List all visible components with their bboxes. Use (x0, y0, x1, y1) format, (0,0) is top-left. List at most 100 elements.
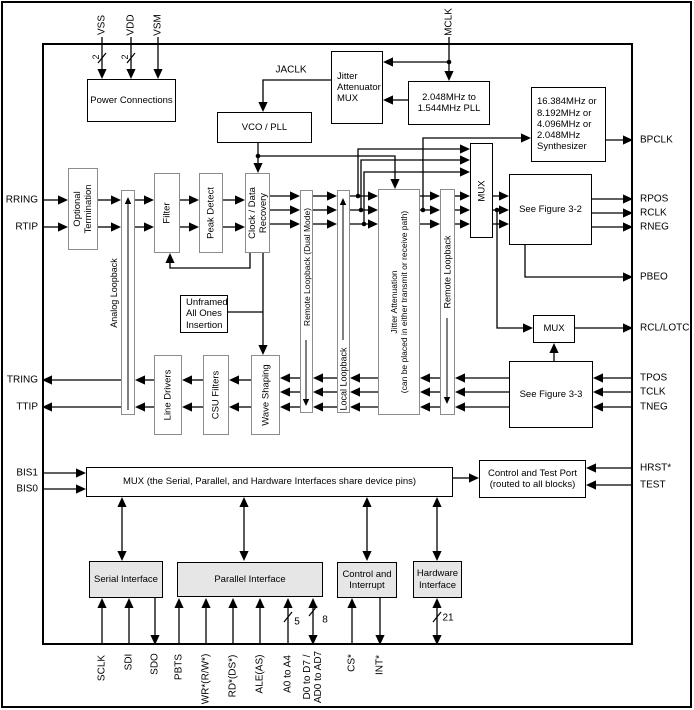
serial-interface-box-label: Serial Interface (94, 573, 158, 585)
synthesizer-box: 16.384MHz or 8.192MHz or 4.096MHz or 2.0… (531, 87, 606, 162)
jitter-attenuation-box: Jitter Attenuation (can be placed in eit… (378, 189, 420, 415)
pin-rtip: RTIP (15, 221, 38, 233)
arrowhead (150, 635, 160, 645)
arrowhead (42, 402, 52, 412)
pin-ale: ALE(AS) (254, 654, 266, 694)
pin-vdd: VDD (125, 14, 137, 36)
arrowhead (460, 219, 470, 229)
arrowhead (499, 191, 509, 201)
arrowhead (469, 473, 479, 483)
arrowhead (443, 397, 451, 404)
arrowhead (182, 402, 192, 412)
junction-dot (420, 207, 426, 213)
remote-loopback-box: Remote Loopback (440, 189, 455, 415)
bus-width-slash (432, 611, 442, 623)
serial-interface-box: Serial Interface (89, 561, 163, 598)
arrowhead (593, 387, 603, 397)
power-connections-box: Power Connections (87, 79, 176, 122)
pin-bis0: BIS0 (16, 483, 38, 495)
control-and-interrupt-box: Control and Interrupt (337, 562, 397, 598)
arrowhead (432, 497, 442, 507)
unframed-all-ones-box: Unframed All Ones Insertion (180, 295, 228, 333)
pin-wr: WR*(R/W*) (200, 653, 212, 705)
junction-dot (494, 207, 500, 213)
arrowhead (313, 387, 323, 397)
arrowhead (623, 222, 633, 232)
bus-width-slash (126, 52, 136, 64)
arrowhead (430, 191, 440, 201)
arrowhead (290, 205, 300, 215)
arrowhead (420, 402, 430, 412)
pin-tclk: TCLK (640, 386, 666, 398)
arrowhead (362, 551, 372, 561)
arrowhead (430, 219, 440, 229)
optional-termination-box: Optional Termination (68, 168, 98, 250)
arrowhead (235, 222, 245, 232)
arrowhead (111, 222, 121, 232)
arrowhead (126, 69, 136, 79)
pin-test: TEST (640, 479, 666, 491)
arrowhead (135, 375, 145, 385)
arrowhead (228, 598, 238, 608)
pll-2048-to-1544-box-label: 2.048MHz to 1.544MHz PLL (417, 91, 481, 114)
arrowhead (229, 402, 239, 412)
arrowhead (327, 219, 337, 229)
interface-mux-box-label: MUX (the Serial, Parallel, and Hardware … (122, 476, 417, 488)
pin-rneg: RNEG (640, 221, 669, 233)
arrowhead (460, 191, 470, 201)
pin-tring: TRING (6, 374, 38, 386)
arrowhead (235, 195, 245, 205)
power-connections-box-label: Power Connections (90, 94, 173, 106)
arrowhead (375, 635, 385, 645)
arrowhead (350, 387, 360, 397)
arrowhead (593, 402, 603, 412)
arrowhead (117, 497, 127, 507)
arrowhead (586, 480, 596, 490)
mux-receive-box: MUX (470, 143, 493, 238)
pin-int: INT* (374, 655, 386, 675)
arrowhead (460, 205, 470, 215)
pin-pbts: PBTS (173, 653, 185, 681)
arrowhead (117, 551, 127, 561)
arrowhead (182, 375, 192, 385)
unframed-all-ones-box-label: Unframed All Ones Insertion (186, 297, 228, 331)
bus-width-vss: 2 (90, 54, 101, 60)
arrowhead (124, 598, 134, 608)
arrowhead (144, 195, 154, 205)
arrowhead (368, 191, 378, 201)
arrowhead (97, 69, 107, 79)
pin-tpos: TPOS (640, 372, 668, 384)
arrowhead (302, 399, 310, 406)
arrowhead (432, 598, 442, 608)
arrowhead (239, 551, 249, 561)
pin-vss: VSS (96, 14, 108, 36)
arrowhead (420, 387, 430, 397)
arrowhead (586, 463, 596, 473)
wire (258, 155, 396, 179)
arrowhead (280, 402, 290, 412)
arrowhead (42, 375, 52, 385)
arrowhead (623, 272, 633, 282)
pin-bpclk: BPCLK (640, 134, 673, 146)
arrowhead (280, 373, 290, 383)
bus-width-hardware: 21 (442, 612, 454, 624)
line-drivers-box: Line Drivers (154, 355, 182, 435)
arrowhead (313, 373, 323, 383)
wire (262, 79, 331, 102)
arrowhead (455, 373, 465, 383)
see-figure-3-3-box-label: See Figure 3-3 (519, 388, 583, 400)
arrowhead (229, 375, 239, 385)
remote-loopback-dual-mode-box: Remote Loopback (Dual Mode) (300, 190, 313, 413)
bus-width-slash (283, 611, 293, 623)
chip-boundary (42, 43, 633, 645)
arrowhead (350, 373, 360, 383)
wire (524, 245, 623, 278)
wire (496, 210, 523, 329)
pin-tneg: TNEG (640, 401, 668, 413)
bus-width-a0-a4: 5 (294, 616, 300, 628)
junction-dot (446, 59, 452, 65)
arrowhead (499, 205, 509, 215)
